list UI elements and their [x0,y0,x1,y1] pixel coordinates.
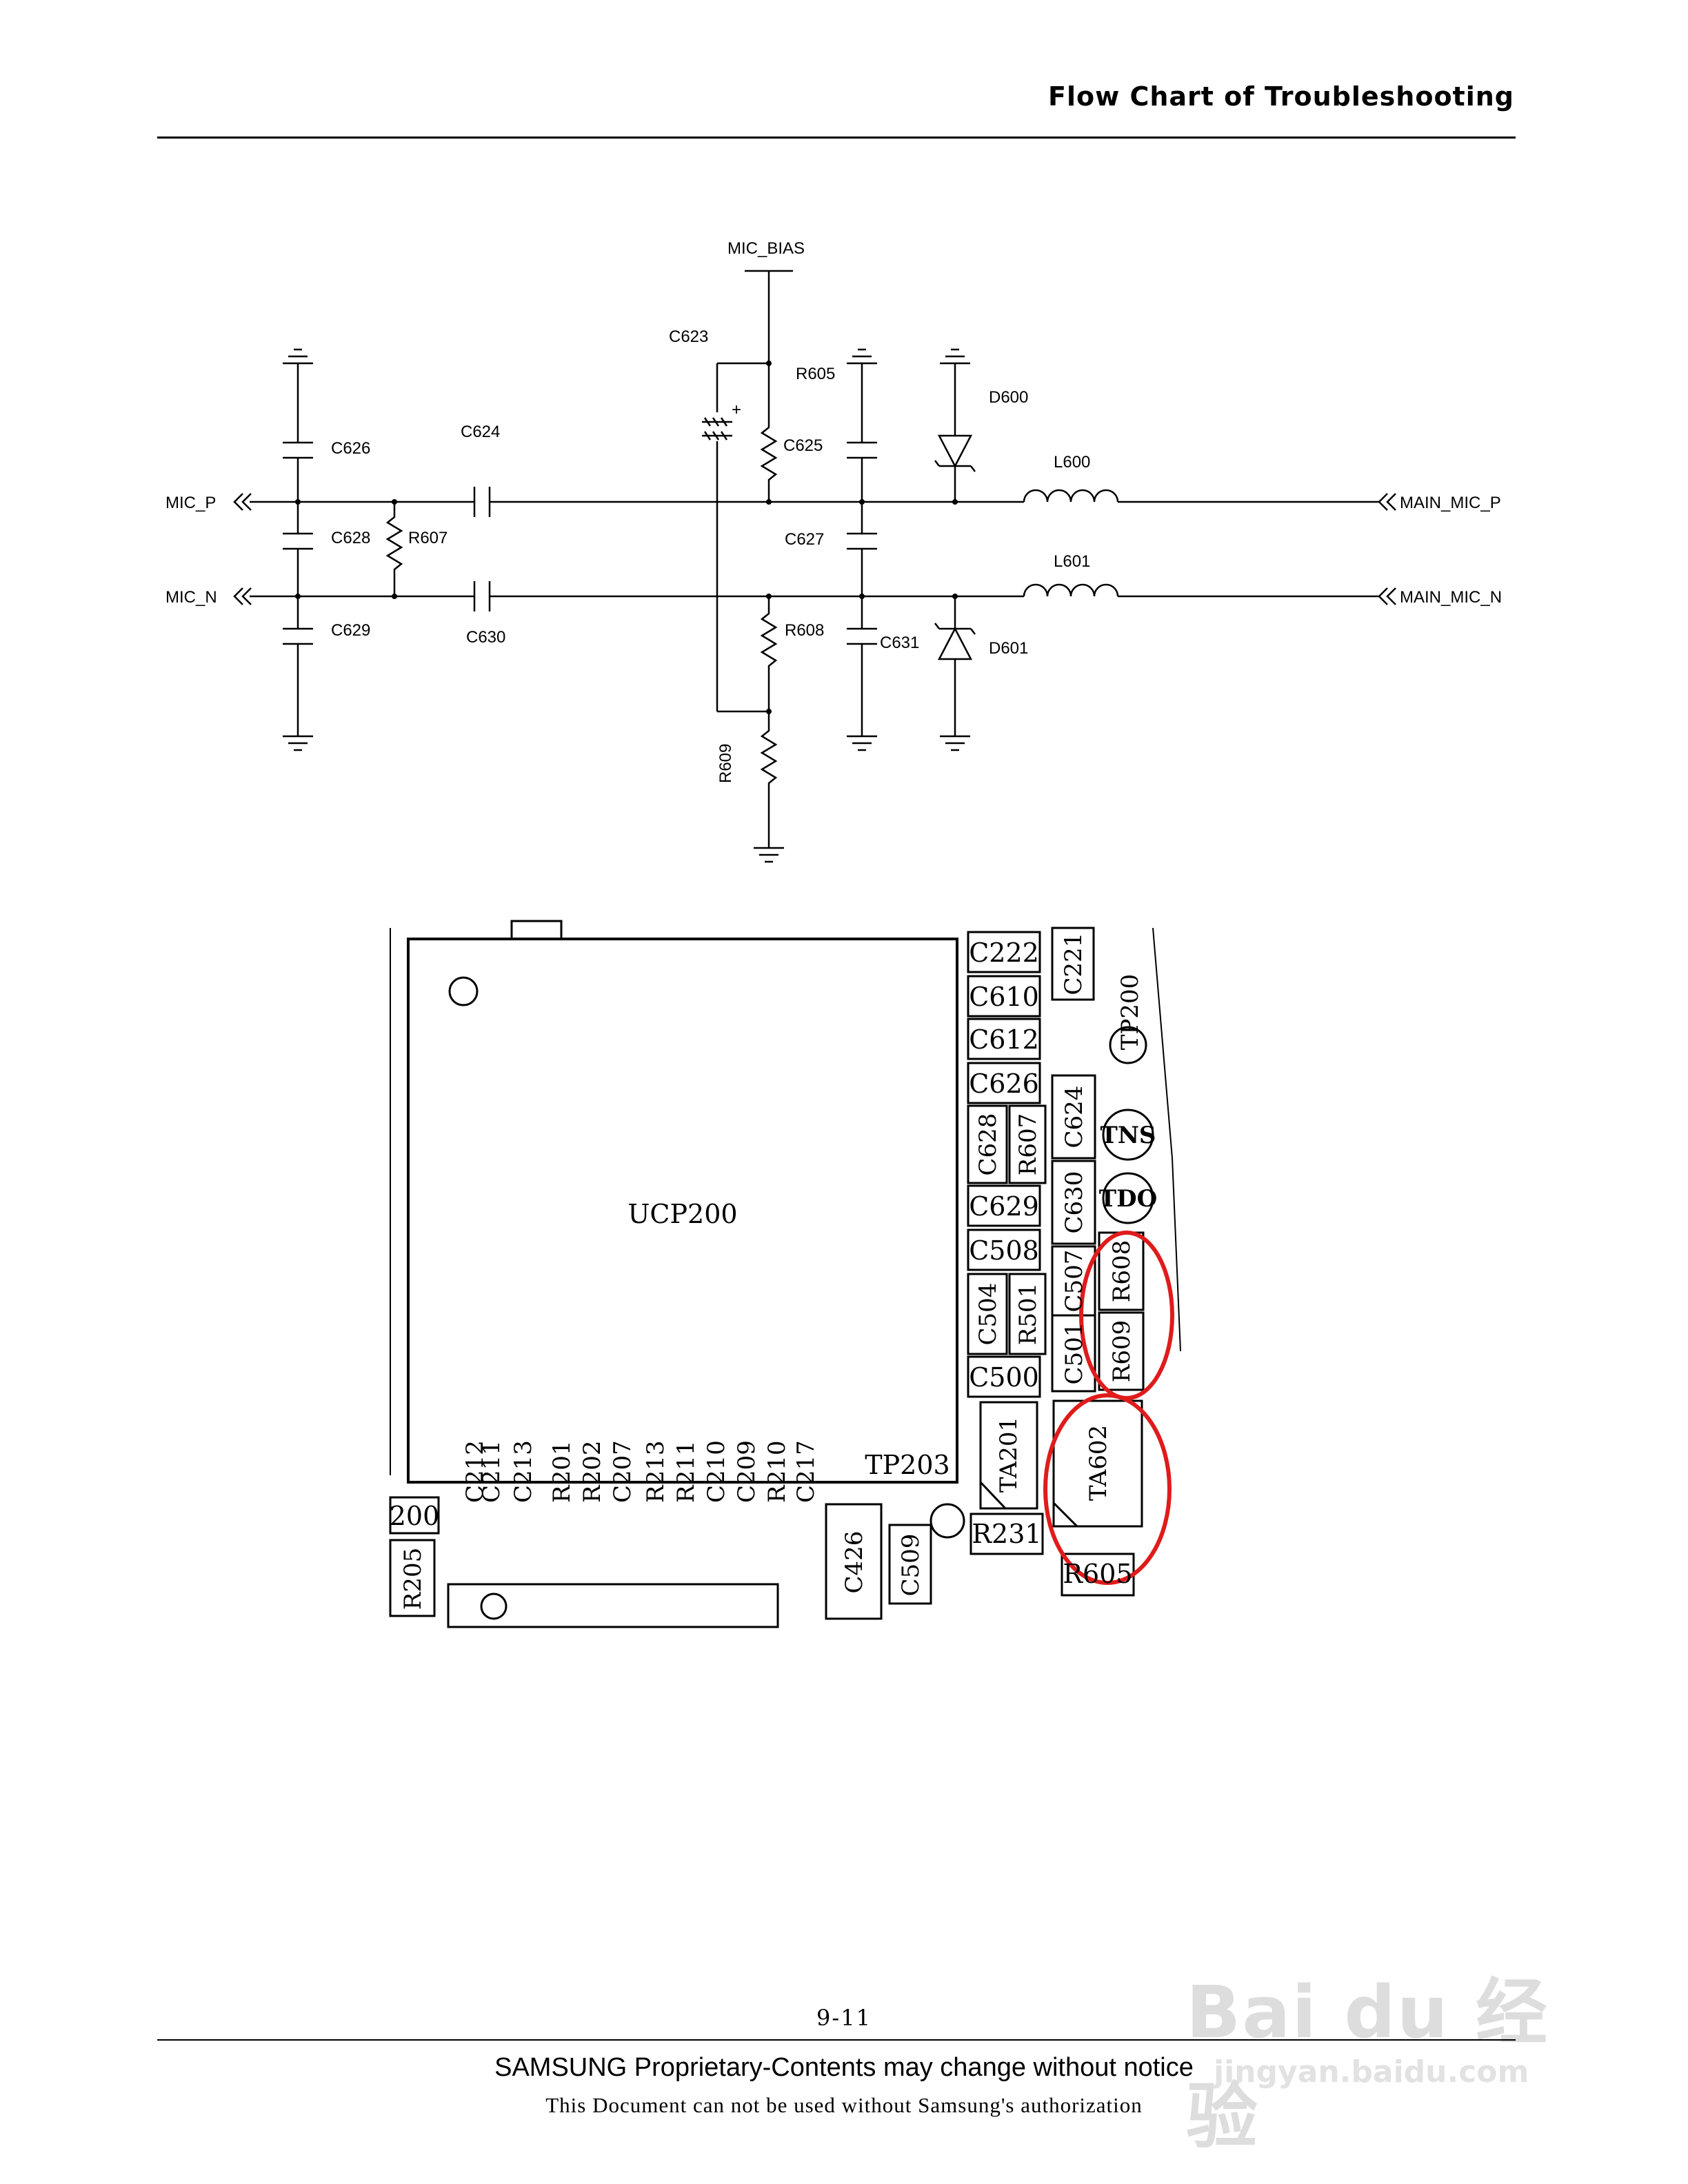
main-mic-p-label: MAIN_MIC_P [1400,494,1501,512]
r231-label: R231 [972,1519,1041,1549]
pcb-layout: UCP200 TP203 TP200 TNS TDO C222 C610 C61… [389,920,1181,1628]
l600-label: L600 [1054,453,1090,472]
c628-label: C628 [331,529,370,547]
bottom-row-label: C213 [510,1440,537,1503]
c630-part-label: C630 [1061,1171,1088,1234]
l601-label: L601 [1054,552,1090,571]
mic-n-label: MIC_N [165,588,217,607]
bottom-row-label: R210 [763,1441,791,1504]
c626-part-label: C626 [969,1069,1039,1099]
mic-p-label: MIC_P [165,494,216,512]
c426-label: C426 [841,1531,868,1594]
c624-part-label: C624 [1061,1086,1088,1149]
c221-label: C221 [1060,933,1087,995]
page-number: 9-11 [816,2005,872,2031]
r609-part-label: R609 [1108,1320,1136,1383]
ta602-label: TA602 [1085,1425,1112,1501]
c504-label: C504 [974,1283,1002,1346]
footer-notice: SAMSUNG Proprietary-Contents may change … [494,2053,1194,2082]
r501-label: R501 [1014,1283,1042,1346]
c623-plus: + [732,401,741,419]
bottom-row-label: R202 [579,1441,606,1504]
main-mic-n-label: MAIN_MIC_N [1400,588,1502,607]
c626-label: C626 [331,439,370,458]
bottom-row-label: R213 [642,1441,670,1504]
tdo-label: TDO [1099,1185,1157,1213]
r605-label: R605 [796,365,835,383]
watermark-url: jingyan.baidu.com [1214,2054,1529,2090]
bottom-row-label: C207 [609,1440,636,1503]
r608-label: R608 [785,621,824,640]
p200-label: 200 [390,1501,440,1531]
c630-label: C630 [466,628,505,647]
bottom-row-label: C209 [733,1440,761,1503]
footer-authorization: This Document can not be used without Sa… [545,2093,1143,2117]
c627-label: C627 [785,530,824,549]
c610-label: C610 [969,982,1039,1012]
c631-label: C631 [880,634,919,652]
r607-part-label: R607 [1014,1113,1042,1176]
c628-part-label: C628 [974,1113,1002,1176]
r605-part-label: R605 [1063,1559,1132,1589]
r608-part-label: R608 [1108,1240,1136,1303]
c509-label: C509 [897,1534,925,1597]
c507-label: C507 [1061,1250,1088,1313]
bottom-row-labels: C212 C211 C213 R201 R202 C207 R213 R211 … [461,1440,820,1503]
ucp200-label: UCP200 [627,1199,737,1229]
c500-label: C500 [969,1362,1039,1393]
bottom-row-label: R211 [672,1441,700,1504]
r607-label: R607 [408,529,448,547]
tp203-label: TP203 [865,1450,950,1480]
c629-label: C629 [331,621,370,640]
c508-label: C508 [969,1235,1039,1266]
footer-rule [157,2039,1516,2041]
d600-label: D600 [989,388,1028,407]
r205-label: R205 [399,1548,427,1610]
c625-label: C625 [783,436,823,455]
ta201-label: TA201 [995,1417,1023,1493]
header-rule [157,136,1516,139]
bottom-row-label: R201 [548,1441,576,1504]
c623-label: C623 [669,327,708,346]
page-title: Flow Chart of Troubleshooting [1048,81,1514,112]
c612-label: C612 [969,1024,1039,1055]
bottom-row-label: C211 [478,1440,505,1503]
tns-label: TNS [1101,1122,1156,1149]
bottom-row-label: C210 [703,1440,730,1503]
mic-bias-label: MIC_BIAS [727,239,805,258]
d601-label: D601 [989,639,1028,658]
highlight-ta602-r605 [1043,1393,1172,1585]
c222-label: C222 [969,938,1039,968]
bottom-row-label: C212 [461,1440,489,1503]
c501-label: C501 [1061,1322,1088,1385]
mic-circuit-schematic: + MIC_BIAS C623 R605 D600 C626 C624 C625… [165,239,1502,863]
tp200-label: TP200 [1116,974,1144,1050]
r609-label: R609 [716,744,735,783]
c624-label: C624 [461,423,500,441]
c629-part-label: C629 [969,1191,1039,1222]
bottom-row-label: C217 [792,1440,820,1503]
